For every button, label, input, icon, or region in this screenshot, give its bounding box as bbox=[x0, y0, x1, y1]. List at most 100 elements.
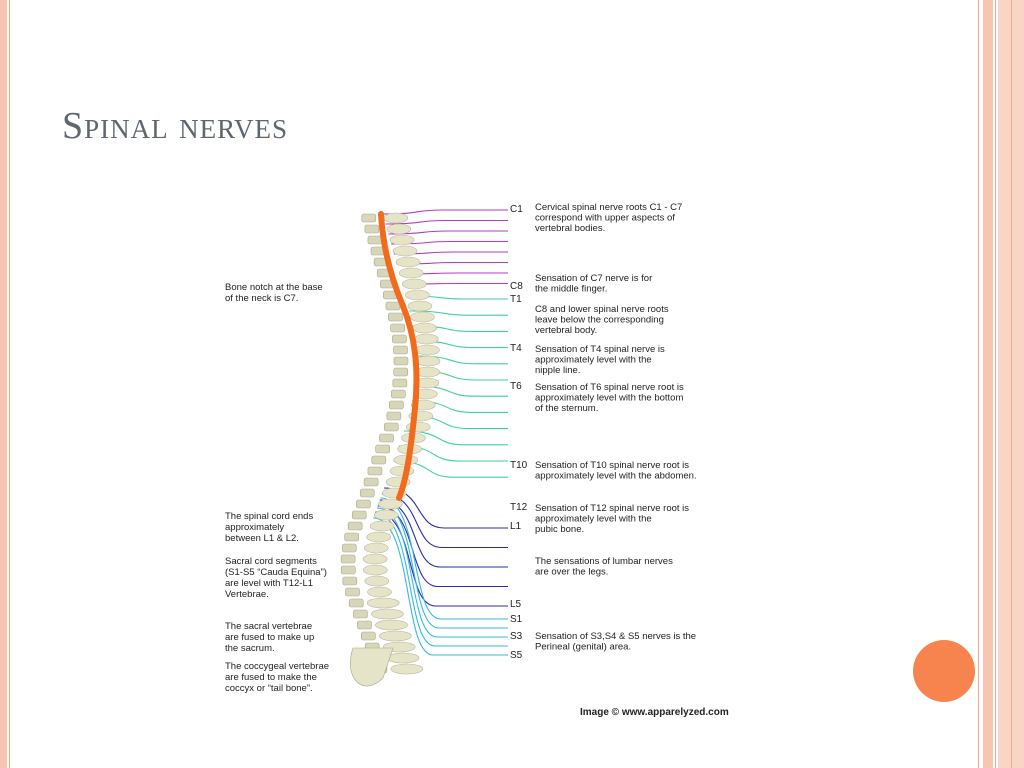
right-note-line: The sensations of lumbar nerves bbox=[535, 556, 673, 567]
vertebral-body bbox=[392, 378, 408, 388]
level-label-c1: C1 bbox=[510, 204, 523, 215]
vertebra bbox=[414, 333, 439, 345]
right-note-line: are over the legs. bbox=[535, 567, 608, 578]
level-label-l1: L1 bbox=[510, 521, 522, 532]
right-annotations: Cervical spinal nerve roots C1 - C7corre… bbox=[535, 202, 697, 653]
left-note-line: coccyx or “tail bone”. bbox=[225, 683, 313, 694]
vertebral-body bbox=[344, 532, 359, 542]
level-label-s1: S1 bbox=[510, 614, 523, 625]
vertebral-body bbox=[392, 334, 407, 344]
right-note-line: approximately level with the bbox=[535, 355, 652, 366]
vertebral-body bbox=[367, 466, 383, 476]
vertebra bbox=[371, 608, 404, 620]
left-note-line: are level with T12-L1 bbox=[225, 578, 313, 589]
level-label-t12: T12 bbox=[510, 502, 528, 513]
vertebral-body bbox=[345, 587, 360, 597]
vertebral-body bbox=[393, 345, 408, 355]
left-note-line: between L1 & L2. bbox=[225, 533, 299, 544]
vertebra bbox=[383, 212, 409, 224]
vertebra bbox=[369, 520, 395, 532]
slide-title: Spinal nerves bbox=[62, 105, 288, 147]
left-note-line: The coccygeal vertebrae bbox=[225, 661, 329, 672]
image-credit: Image © www.apparelyzed.com bbox=[580, 707, 729, 718]
right-note-line: Perineal (genital) area. bbox=[535, 642, 631, 653]
vertebra bbox=[415, 344, 440, 356]
vertebral-body bbox=[393, 367, 409, 377]
left-note-line: Bone notch at the base bbox=[225, 282, 323, 293]
right-note-line: correspond with upper aspects of bbox=[535, 213, 675, 224]
vertebral-body bbox=[386, 411, 402, 421]
left-note-line: Vertebrae. bbox=[225, 589, 269, 600]
vertebra bbox=[373, 509, 399, 521]
vertebra bbox=[407, 300, 433, 312]
lumbar-nerve-line bbox=[375, 511, 508, 607]
vertebra bbox=[412, 322, 437, 334]
left-note-line: are fused to make the bbox=[225, 672, 317, 683]
right-note-line: approximately level with the bbox=[535, 514, 652, 525]
vertebral-body bbox=[357, 620, 372, 630]
vertebral-body bbox=[356, 499, 371, 509]
vertebra bbox=[362, 564, 388, 576]
vertebra bbox=[415, 355, 441, 367]
level-label-s3: S3 bbox=[510, 631, 523, 642]
decorative-orange-circle bbox=[913, 640, 975, 702]
vertebral-body bbox=[342, 576, 358, 586]
left-note-line: the sacrum. bbox=[225, 643, 275, 654]
vertebral-body bbox=[359, 488, 375, 498]
right-note-line: C8 and lower spinal nerve roots bbox=[535, 304, 669, 315]
vertebra bbox=[405, 289, 430, 301]
vertebra bbox=[401, 278, 427, 290]
vertebral-body bbox=[388, 400, 404, 410]
vertebral-body bbox=[361, 631, 376, 641]
vertebral-body bbox=[375, 444, 390, 454]
spinal-cord bbox=[378, 211, 420, 501]
left-note-line: of the neck is C7. bbox=[225, 293, 298, 304]
vertebra bbox=[398, 267, 424, 279]
level-label-t4: T4 bbox=[510, 343, 522, 354]
level-label-l5: L5 bbox=[510, 599, 522, 610]
vertebra bbox=[362, 553, 388, 565]
sacral-nerve-line bbox=[380, 497, 508, 620]
right-note-line: Sensation of T4 spinal nerve is bbox=[535, 344, 665, 355]
vertebra bbox=[366, 531, 391, 543]
right-border-band bbox=[983, 0, 993, 768]
vertebral-body bbox=[351, 510, 367, 520]
right-border-line bbox=[978, 0, 979, 768]
vertebra bbox=[367, 586, 392, 598]
vertebra bbox=[389, 234, 415, 246]
left-note-line: (S1-S5 “Cauda Equina”) bbox=[225, 567, 327, 578]
vertebra bbox=[375, 619, 408, 631]
vertebral-body bbox=[393, 356, 409, 366]
right-note-line: Sensation of T10 spinal nerve root is bbox=[535, 460, 689, 471]
vertebra bbox=[410, 311, 435, 323]
vertebral-body bbox=[390, 323, 405, 333]
vertebra bbox=[415, 366, 441, 378]
vertebral-body bbox=[348, 598, 364, 608]
vertebral-body bbox=[347, 521, 363, 531]
vertebral-body bbox=[367, 235, 383, 245]
right-note-line: pubic bone. bbox=[535, 524, 584, 535]
vertebra bbox=[390, 663, 424, 675]
left-border-line bbox=[9, 0, 10, 768]
vertebral-body bbox=[385, 301, 401, 311]
vertebral-body bbox=[383, 422, 399, 432]
right-note-line: vertebral body. bbox=[535, 325, 597, 336]
left-note-line: The spinal cord ends bbox=[225, 511, 313, 522]
right-note-line: of the sternum. bbox=[535, 403, 598, 414]
level-label-c8: C8 bbox=[510, 281, 523, 292]
vertebra bbox=[386, 652, 420, 664]
left-note-line: approximately bbox=[225, 522, 284, 533]
vertebra bbox=[364, 575, 390, 587]
right-border-line bbox=[1011, 0, 1012, 768]
vertebra bbox=[392, 245, 418, 257]
right-note-line: leave below the corresponding bbox=[535, 315, 664, 326]
right-border-line bbox=[995, 0, 996, 768]
right-note-line: Sensation of C7 nerve is for bbox=[535, 273, 652, 284]
left-note-line: The sacral vertebrae bbox=[225, 621, 312, 632]
vertebral-body bbox=[340, 565, 356, 575]
right-note-line: the middle finger. bbox=[535, 284, 607, 295]
